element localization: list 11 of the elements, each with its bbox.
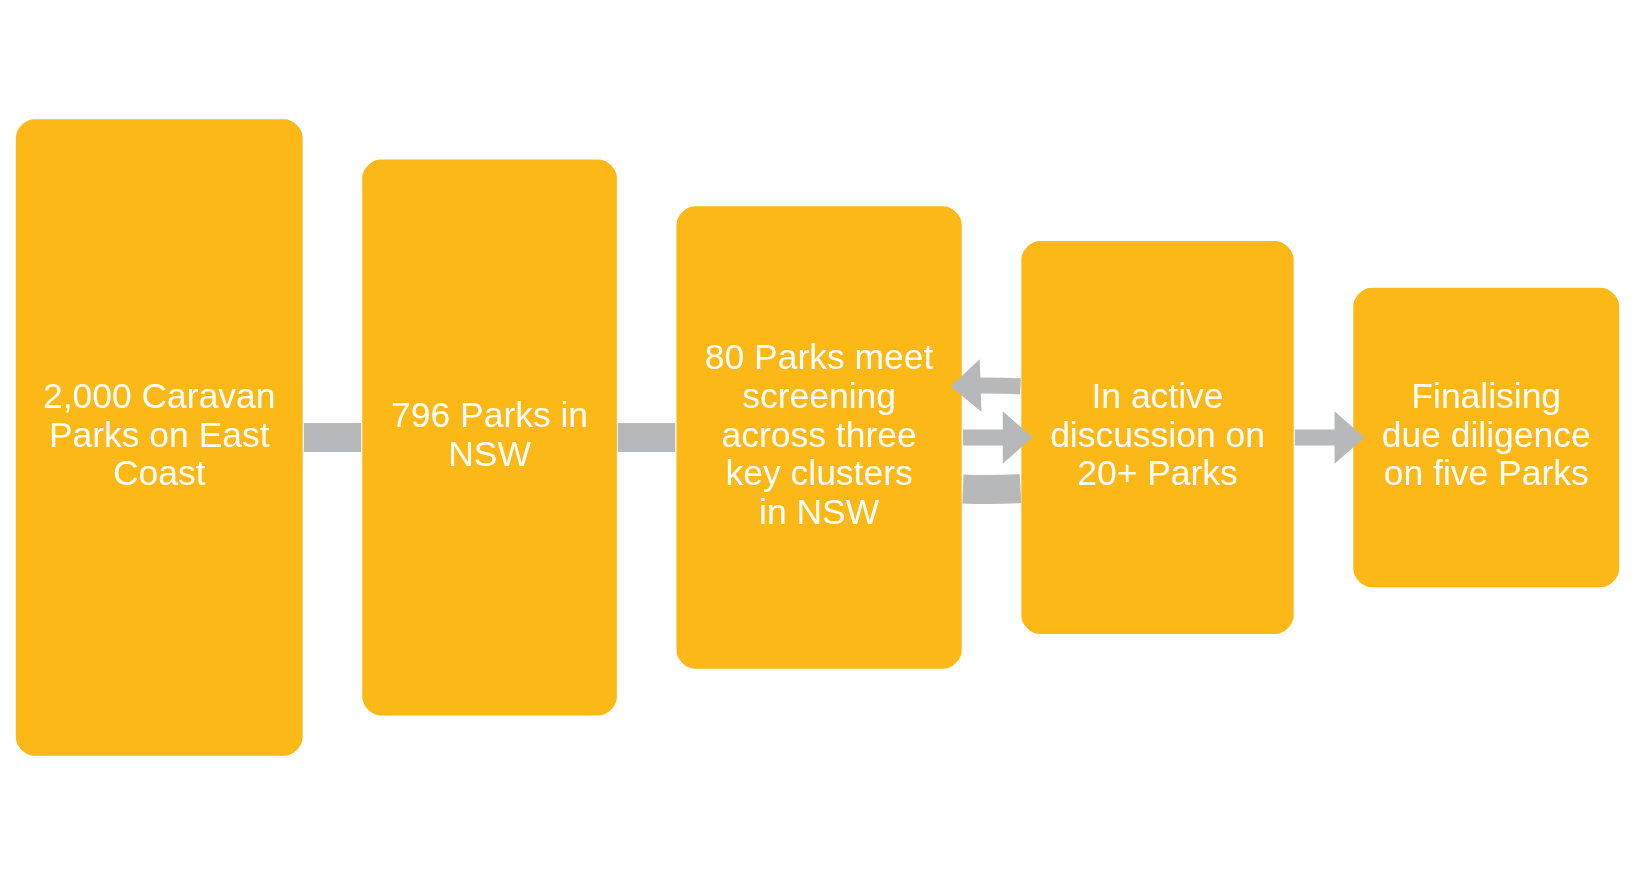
node-box: Finalising due diligence on five Parks bbox=[1351, 286, 1621, 589]
connector bbox=[617, 423, 676, 452]
connector bbox=[303, 423, 362, 452]
node-box: 796 Parks in NSW bbox=[360, 157, 619, 718]
arrow bbox=[950, 359, 1021, 412]
connector bbox=[962, 474, 1022, 504]
arrow bbox=[962, 411, 1033, 464]
node-box: In active discussion on 20+ Parks bbox=[1019, 239, 1296, 636]
node-box: 80 Parks meet screening across three key clusters in NSW bbox=[674, 204, 964, 671]
arrow bbox=[1294, 411, 1365, 464]
node-box: 2,000 Caravan Parks on East Coast bbox=[14, 117, 305, 758]
